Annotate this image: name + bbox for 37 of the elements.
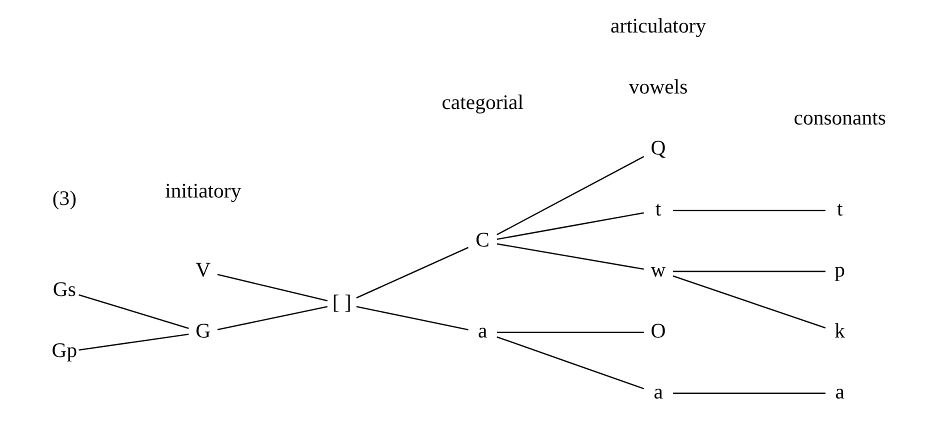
connector	[672, 392, 825, 394]
node-text: p	[834, 259, 845, 282]
connector	[216, 274, 328, 302]
node-text: a	[653, 381, 662, 404]
node-text: C	[475, 230, 490, 252]
connector	[216, 306, 328, 330]
node-text: G	[195, 320, 210, 342]
label: categorial	[441, 92, 523, 114]
node-text: t	[654, 198, 661, 220]
connector	[496, 243, 644, 270]
node-text: Gp	[51, 340, 77, 362]
node-text: a	[478, 320, 487, 342]
connector	[356, 306, 468, 330]
connector	[496, 156, 644, 236]
node-text: V	[195, 259, 210, 282]
connector	[496, 336, 644, 390]
label: consonants	[793, 108, 886, 130]
label: vowels	[628, 76, 688, 99]
node-text: a	[834, 381, 844, 404]
node-text: t	[836, 198, 842, 220]
connector	[672, 210, 825, 212]
node-text: Gs	[52, 278, 76, 301]
label: initiatory	[164, 180, 241, 202]
label: (3)	[52, 188, 76, 210]
label: articulatory	[610, 16, 706, 38]
node-text: [ ]	[332, 292, 351, 314]
connector	[78, 334, 188, 351]
connector	[672, 275, 826, 329]
connector	[496, 212, 644, 240]
connector	[78, 294, 188, 329]
connector	[356, 246, 468, 298]
node-text: w	[650, 259, 666, 282]
node-text: Q	[650, 137, 666, 160]
connector	[672, 270, 825, 272]
connector	[496, 332, 644, 334]
node-text: O	[650, 320, 666, 342]
node-text: k	[834, 320, 845, 342]
